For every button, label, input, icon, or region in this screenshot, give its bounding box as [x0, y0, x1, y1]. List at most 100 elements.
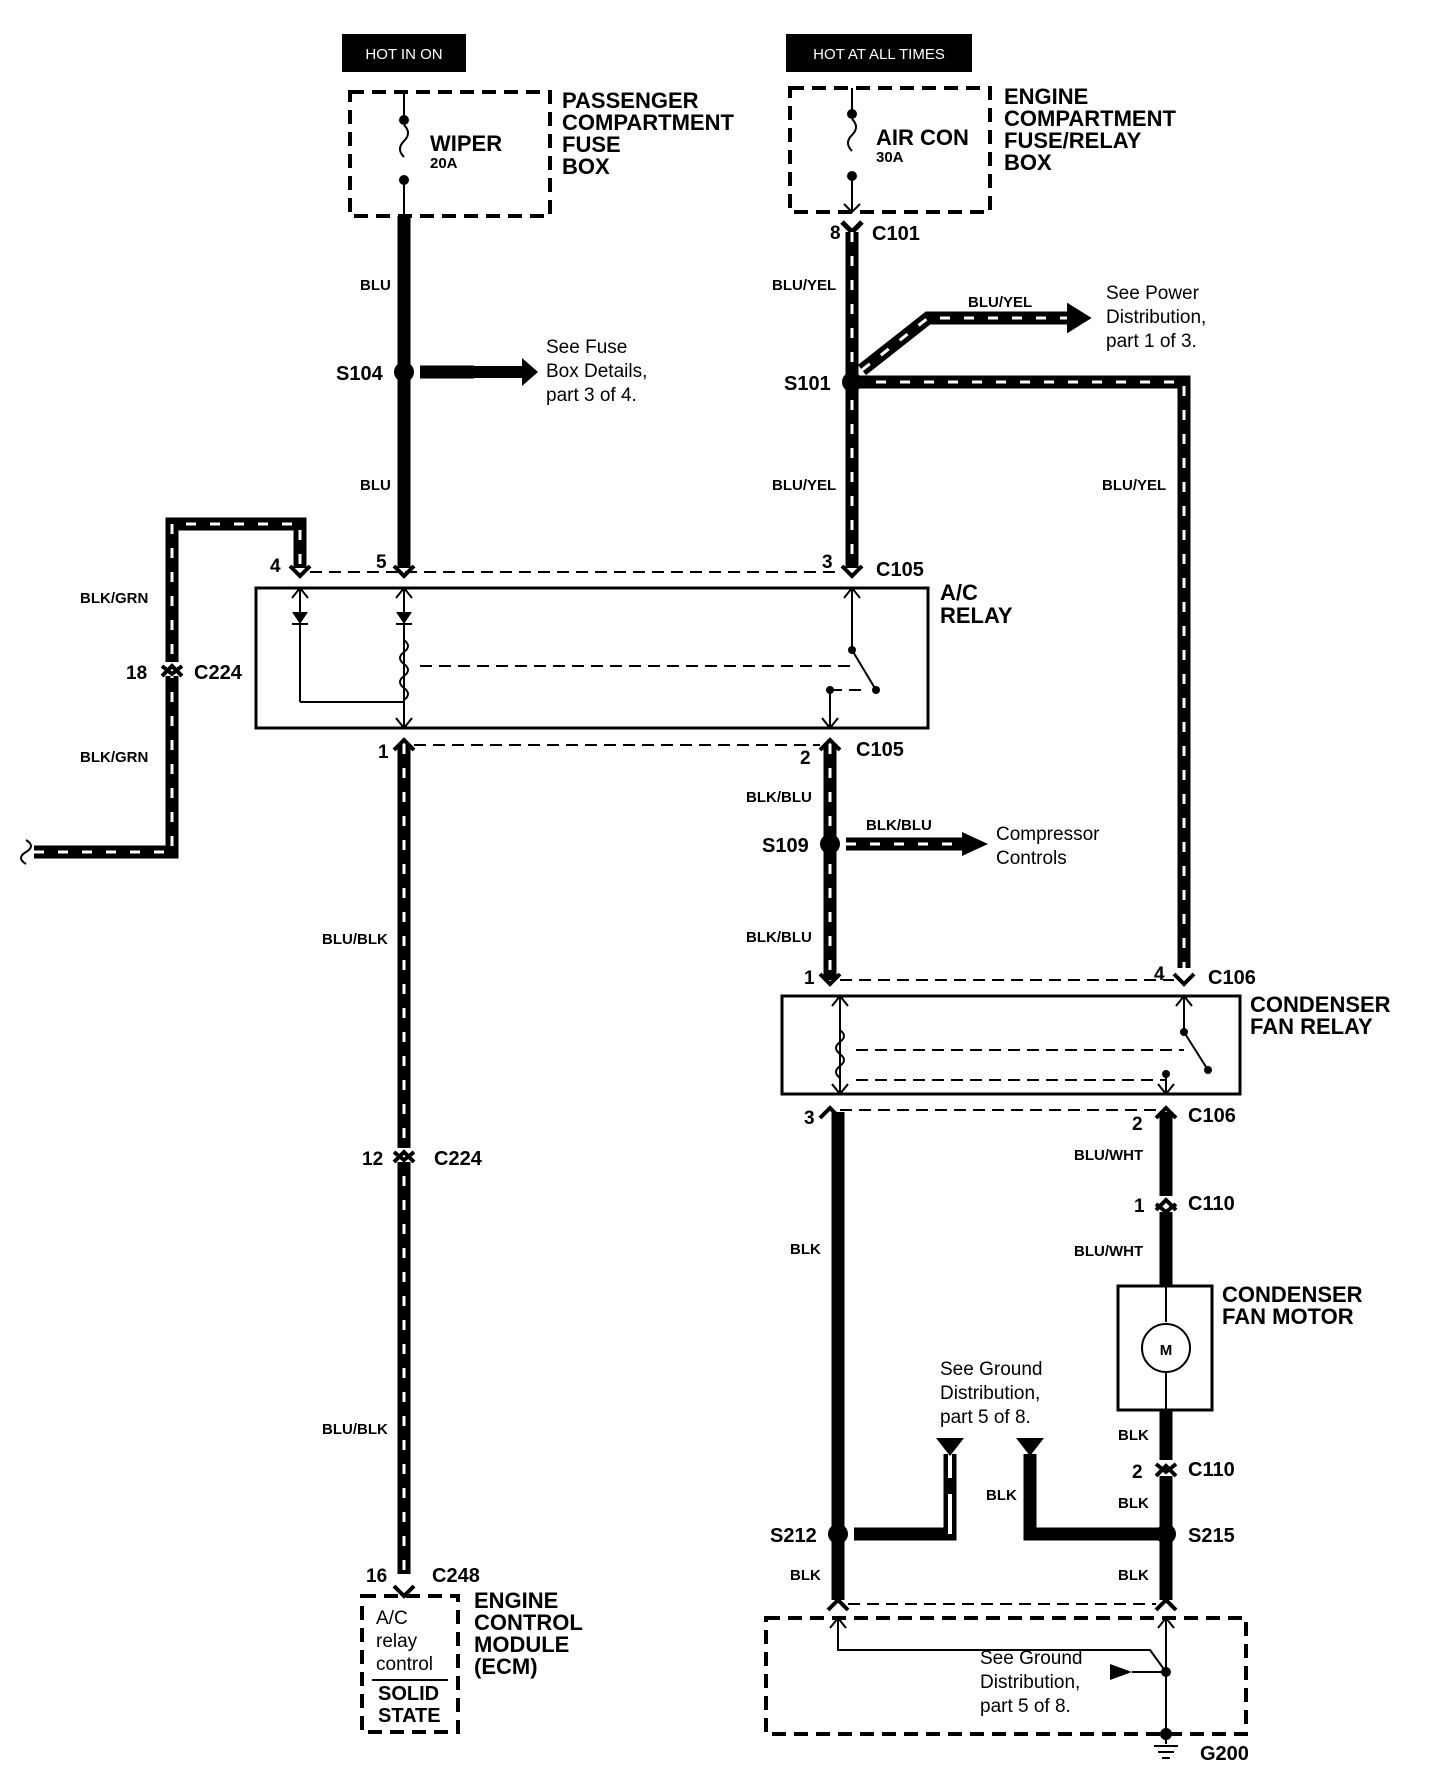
passenger-fuse-box: [348, 90, 552, 218]
wire-label-blu-yel-2: BLU/YEL: [772, 477, 836, 494]
connector-c110-upper-label: C110: [1188, 1193, 1235, 1215]
pin-1-ac-relay: 1: [378, 742, 389, 763]
pin-16: 16: [366, 1566, 387, 1587]
fan-relay-label-1: CONDENSER: [1250, 992, 1391, 1017]
ecm-box: [360, 1594, 460, 1734]
ecm-inner-line-3: control: [376, 1654, 433, 1675]
engine-fuse-relay-box: [788, 86, 992, 214]
wire-label-blu-blk-lower: BLU/BLK: [322, 1421, 388, 1438]
ref-fuse-box-line-2: Box Details,: [546, 361, 647, 382]
wire-label-blu-upper: BLU: [360, 277, 391, 294]
wiper-fuse-rating: 20A: [430, 155, 458, 172]
g200-label: G200: [1200, 1743, 1249, 1765]
ecm-label-4: (ECM): [474, 1654, 538, 1679]
wire-label-blu-wht-1: BLU/WHT: [1074, 1147, 1143, 1164]
wire-label-blk-6: BLK: [1118, 1567, 1149, 1584]
ref-ground-upper-line-3: part 5 of 8.: [940, 1407, 1031, 1428]
splice-s212-label: S212: [770, 1525, 817, 1547]
ground-ref-arrow-lower: [1110, 1664, 1132, 1680]
connector-c110-lower-label: C110: [1188, 1459, 1235, 1481]
passenger-fusebox-line-2: COMPARTMENT: [562, 110, 734, 135]
arrow-to-power-distribution: [1067, 302, 1092, 334]
wire-label-blk-grn-upper: BLK/GRN: [80, 590, 148, 607]
passenger-fusebox-line-1: PASSENGER: [562, 88, 699, 113]
splice-s215: [1156, 1524, 1176, 1544]
wire-label-blk-blu-2: BLK/BLU: [746, 929, 812, 946]
ecm-label-1: ENGINE: [474, 1588, 558, 1613]
wire-label-blu-yel-1: BLU/YEL: [772, 277, 836, 294]
wire-label-blk-blu-branch: BLK/BLU: [866, 817, 932, 834]
fan-motor-label-1: CONDENSER: [1222, 1282, 1363, 1307]
connector-c224-label-upper: C224: [194, 662, 243, 684]
air-con-fuse-icon: [847, 118, 857, 152]
ref-power-line-1: See Power: [1106, 283, 1200, 304]
ref-ground-upper-line-2: Distribution,: [940, 1383, 1040, 1404]
connector-c105-upper-label: C105: [876, 559, 924, 581]
connector-c248-label: C248: [432, 1565, 480, 1587]
wire-blu-yel-to-c106: [852, 375, 1191, 968]
ac-relay-label-1: A/C: [940, 580, 978, 605]
pin-5: 5: [376, 552, 387, 573]
ecm-label-3: MODULE: [474, 1632, 569, 1657]
pin-4-fan-relay: 4: [1154, 964, 1165, 985]
pin-18: 18: [126, 663, 147, 684]
wire-label-blk-grn-lower: BLK/GRN: [80, 749, 148, 766]
motor-symbol: M: [1160, 1342, 1173, 1359]
splice-s215-label: S215: [1188, 1525, 1235, 1547]
ref-ground-lower-line-1: See Ground: [980, 1648, 1082, 1669]
g200-ground-box: [764, 1616, 1248, 1736]
pin-4: 4: [270, 556, 281, 577]
ref-power-line-3: part 1 of 3.: [1106, 331, 1197, 352]
ref-fuse-box-line-3: part 3 of 4.: [546, 385, 637, 406]
ground-ref-arrow-upper-right: [1016, 1438, 1044, 1456]
hot-at-all-times-header: [786, 34, 972, 72]
connector-c105-lower-label: C105: [856, 739, 904, 761]
ecm-inner-line-1: A/C: [376, 1608, 408, 1629]
ref-ground-upper-line-1: See Ground: [940, 1359, 1042, 1380]
splice-s109-label: S109: [762, 835, 809, 857]
wire-label-blu-blk-upper: BLU/BLK: [322, 931, 388, 948]
engine-fusebox-line-4: BOX: [1004, 150, 1052, 175]
hot-in-on-header: [342, 34, 466, 72]
pin-1-c110: 1: [1134, 1196, 1145, 1217]
pin-3: 3: [822, 552, 833, 573]
wiper-fuse-icon: [399, 124, 409, 158]
connector-c224-label-lower: C224: [434, 1148, 483, 1170]
pin-2-c110: 2: [1132, 1462, 1143, 1483]
wire-label-blk-1: BLK: [790, 1241, 821, 1258]
ref-compressor-line-2: Controls: [996, 848, 1067, 869]
engine-fusebox-line-3: FUSE/RELAY: [1004, 128, 1142, 153]
wire-label-blu-yel-3: BLU/YEL: [1102, 477, 1166, 494]
pin-2-ac-relay: 2: [800, 748, 811, 769]
air-con-fuse-name: AIR CON: [876, 125, 969, 150]
ref-power-line-2: Distribution,: [1106, 307, 1206, 328]
air-con-fuse-rating: 30A: [876, 149, 904, 166]
ecm-solid-state-2: STATE: [378, 1705, 441, 1727]
ground-ref-arrow-upper-left: [936, 1438, 964, 1456]
connector-c106-upper-label: C106: [1208, 967, 1256, 989]
fan-relay-label-2: FAN RELAY: [1250, 1014, 1373, 1039]
splice-s104: [394, 362, 414, 382]
hot-in-on-label: HOT IN ON: [365, 46, 442, 63]
arrow-to-fuse-box-details: [474, 358, 538, 386]
hot-at-all-times-label: HOT AT ALL TIMES: [813, 46, 945, 63]
ref-compressor-line-1: Compressor: [996, 824, 1100, 845]
wire-label-blk-3: BLK: [986, 1487, 1017, 1504]
pin-1-fan-relay: 1: [804, 968, 815, 989]
wire-label-blk-2: BLK: [790, 1567, 821, 1584]
splice-s101: [842, 372, 862, 392]
passenger-fusebox-line-4: BOX: [562, 154, 610, 179]
wire-label-blk-blu-1: BLK/BLU: [746, 789, 812, 806]
wire-label-blk-4: BLK: [1118, 1427, 1149, 1444]
fan-motor-label-2: FAN MOTOR: [1222, 1304, 1354, 1329]
connector-c106-lower-label: C106: [1188, 1105, 1236, 1127]
wire-label-blu-yel-branch: BLU/YEL: [968, 294, 1032, 311]
passenger-fusebox-line-3: FUSE: [562, 132, 621, 157]
pin-2-fan-relay: 2: [1132, 1114, 1143, 1135]
ac-relay-label-2: RELAY: [940, 603, 1013, 628]
ref-ground-lower-line-3: part 5 of 8.: [980, 1696, 1071, 1717]
splice-s109: [820, 834, 840, 854]
splice-s101-label: S101: [784, 373, 831, 395]
engine-fusebox-line-2: COMPARTMENT: [1004, 106, 1176, 131]
ecm-inner-line-2: relay: [376, 1631, 418, 1652]
